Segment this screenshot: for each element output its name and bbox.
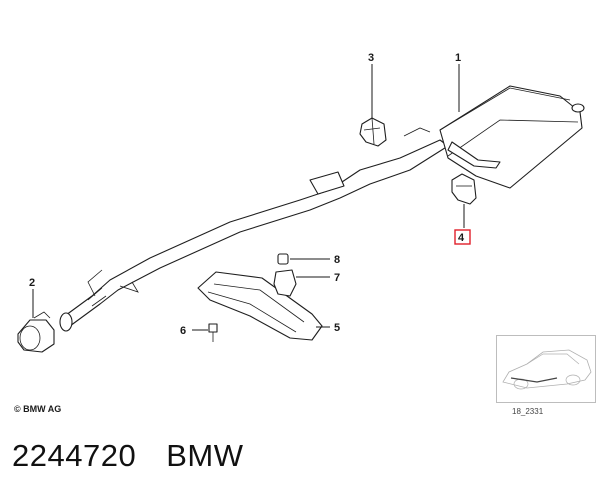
vehicle-inset [496,335,596,403]
callout-4: 4 [458,232,465,244]
hanger-4 [451,173,477,205]
rear-silencer [403,85,585,189]
callout-2: 2 [29,277,35,289]
part-number: 2244720 [12,438,137,473]
heat-shield-5 [197,271,323,341]
brand-name: BMW [166,438,244,473]
callout-6: 6 [180,325,186,337]
callout-3: 3 [368,52,374,64]
callout-7: 7 [334,272,340,284]
footer-caption: 2244720 BMW [12,438,243,474]
nut-8 [277,253,289,265]
rubber-mount-3 [359,117,387,147]
callout-8: 8 [334,254,340,266]
inset-code: 18_2331 [512,407,544,416]
callout-5: 5 [334,322,340,334]
callout-4-highlight-box [454,229,471,245]
bracket-7 [273,269,297,297]
callout-1: 1 [455,52,461,64]
pipe-clamp-2 [17,311,55,353]
copyright-text: © BMW AG [14,404,62,414]
bolt-6 [208,323,218,342]
car-silhouette-icon [502,349,592,390]
